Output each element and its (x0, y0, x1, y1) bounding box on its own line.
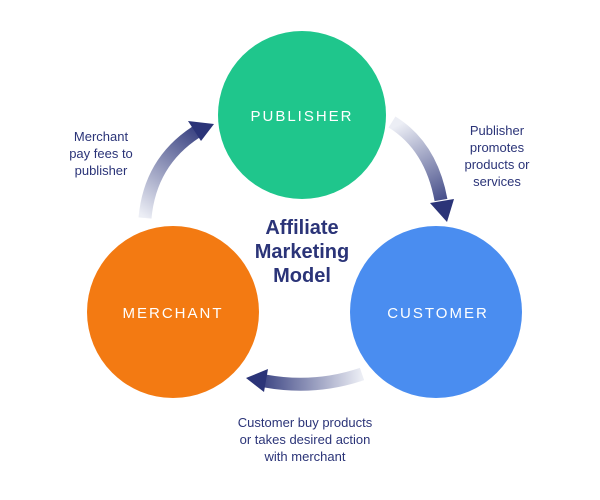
arrow-merchant-to-publisher (138, 121, 214, 219)
note-line: publisher (75, 163, 128, 178)
note-line: or takes desired action (240, 432, 371, 447)
merchant-circle (87, 226, 259, 398)
note-line: pay fees to (69, 146, 133, 161)
note-line: promotes (470, 140, 525, 155)
title-line-3: Model (273, 265, 331, 287)
customer-node: CUSTOMER (350, 226, 522, 398)
title-line-2: Marketing (255, 241, 349, 263)
diagram-title: Affiliate Marketing Model (255, 217, 349, 287)
note-line: products or (464, 157, 530, 172)
publisher-circle (218, 31, 386, 199)
note-publisher-to-customer: Publisher promotes products or services (464, 123, 530, 189)
note-line: services (473, 174, 521, 189)
note-line: Publisher (470, 123, 525, 138)
note-line: with merchant (264, 449, 346, 464)
publisher-node: PUBLISHER (218, 31, 386, 199)
note-line: Merchant (74, 129, 129, 144)
customer-label: CUSTOMER (387, 305, 489, 322)
customer-circle (350, 226, 522, 398)
title-line-1: Affiliate (265, 217, 338, 239)
merchant-label: MERCHANT (123, 305, 224, 322)
arrow-publisher-to-customer (388, 116, 454, 222)
note-merchant-to-publisher: Merchant pay fees to publisher (69, 129, 133, 178)
publisher-label: PUBLISHER (250, 108, 353, 125)
note-line: Customer buy products (238, 415, 373, 430)
merchant-node: MERCHANT (87, 226, 259, 398)
arrow-customer-to-merchant (246, 367, 365, 392)
note-customer-to-merchant: Customer buy products or takes desired a… (238, 415, 373, 464)
